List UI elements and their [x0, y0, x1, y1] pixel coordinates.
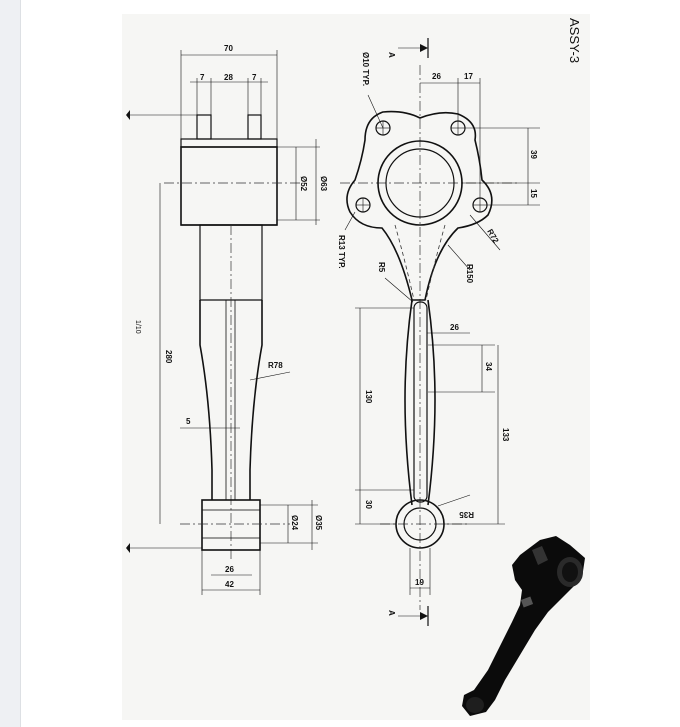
dim-length: 280: [164, 350, 173, 364]
dim-small-end-inner: Ø24: [290, 515, 299, 531]
dim-overall-width: 70: [224, 44, 233, 53]
shank-slot: [413, 301, 428, 503]
dim-len-133: 133: [501, 428, 510, 442]
dim-len-30: 30: [364, 500, 373, 509]
dim-r72: R72: [485, 228, 500, 246]
lug-left: [196, 114, 212, 140]
big-end-body: [180, 146, 278, 226]
dim-offset-26: 26: [432, 72, 441, 81]
dim-r35: R35: [459, 510, 474, 519]
dim-r5: R5: [377, 262, 386, 273]
section-mark-bottom: A: [387, 610, 396, 616]
dim-r150: R150: [465, 264, 474, 284]
dim-lug-radius: R13 TYP.: [337, 235, 346, 269]
dim-slot-right: 7: [252, 73, 257, 82]
dim-big-end-outer: Ø63: [319, 176, 328, 192]
lug-right: [247, 114, 262, 140]
sheet-title: ASSY-3: [567, 18, 582, 63]
dim-len-130: 130: [364, 390, 373, 404]
dim-radius-r78: R78: [268, 361, 283, 370]
side-view: A A Ø10 TYP.: [337, 38, 540, 626]
dim-small-end-width: 42: [225, 580, 234, 589]
dim-small-end-outer: Ø35: [314, 515, 323, 531]
side-mark: 1/10: [134, 320, 141, 334]
left-page-strip: [0, 0, 21, 727]
isometric-part-image: [462, 536, 585, 716]
dim-offset-17: 17: [464, 72, 473, 81]
drawing-sheet: [122, 14, 590, 720]
dim-slot-gap: 28: [224, 73, 233, 82]
dim-big-end-inner: Ø52: [299, 176, 308, 192]
dim-slot-left: 7: [200, 73, 205, 82]
dim-hole-dia: Ø10 TYP.: [361, 52, 370, 86]
dim-bottom-19: 19: [415, 578, 424, 587]
dim-len-34: 34: [484, 362, 493, 371]
dim-height-39: 39: [529, 150, 538, 159]
dim-height-15: 15: [529, 189, 538, 198]
dim-small-end-bore: 26: [225, 565, 234, 574]
section-mark-top: A: [387, 52, 396, 58]
small-end-body: [201, 499, 261, 551]
dim-slot-width: 26: [450, 323, 459, 332]
front-view: 70 7 28 7 Ø52 Ø63 280 5 R78: [126, 44, 328, 595]
dim-web: 5: [186, 417, 191, 426]
